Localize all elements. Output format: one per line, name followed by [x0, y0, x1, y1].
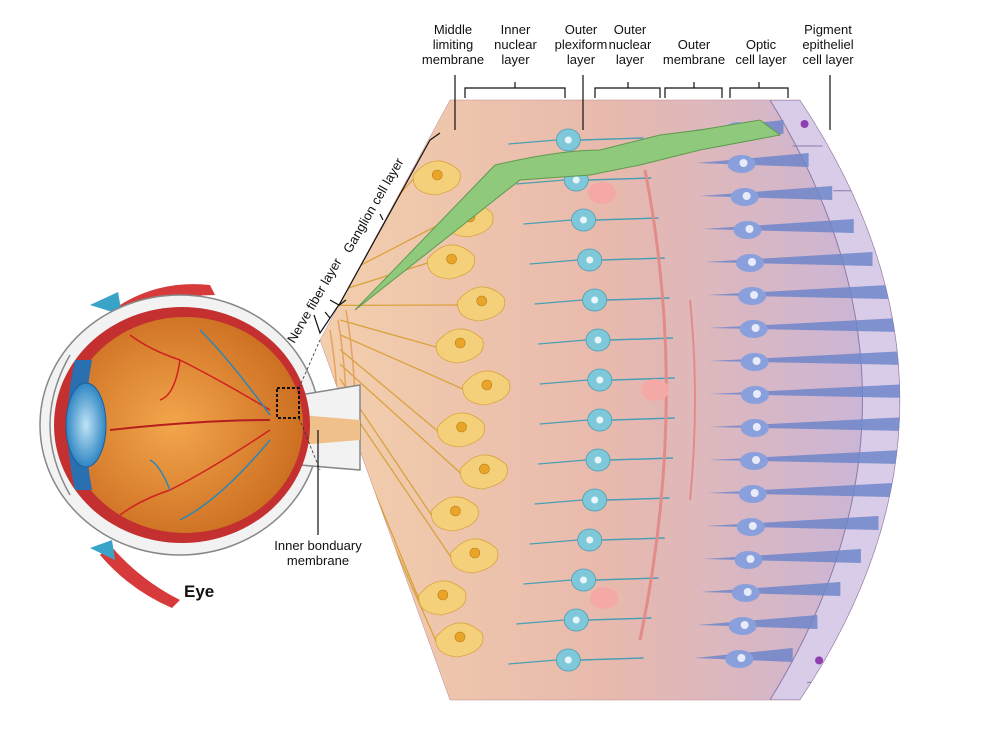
photoreceptor-nucleus: [752, 456, 760, 464]
pigment-nucleus: [951, 344, 959, 352]
photoreceptor-nucleus: [753, 357, 761, 365]
photoreceptor-nucleus: [752, 324, 760, 332]
ganglion-nucleus: [470, 548, 480, 558]
photoreceptor-nucleus: [748, 258, 756, 266]
label-outer-nuclear-layer: Outer nuclear layer: [604, 22, 656, 67]
photoreceptor-nucleus: [750, 291, 758, 299]
pigment-nucleus: [815, 656, 823, 664]
bipolar-nucleus: [596, 377, 603, 384]
label-optic-cell-layer: Optic cell layer: [732, 37, 790, 67]
pigment-nucleus: [942, 478, 950, 486]
label-middle-limiting-membrane: Middle limiting membrane: [418, 22, 488, 67]
photoreceptor-nucleus: [744, 588, 752, 596]
bipolar-nucleus: [565, 137, 572, 144]
ganglion-nucleus: [457, 422, 467, 432]
bipolar-nucleus: [580, 217, 587, 224]
pigment-nucleus: [841, 165, 849, 173]
bipolar-nucleus: [596, 417, 603, 424]
label-inner-nuclear-layer: Inner nuclear layer: [488, 22, 543, 67]
pigment-nucleus: [891, 567, 899, 575]
eye-title: Eye: [184, 582, 214, 602]
bipolar-nucleus: [573, 177, 580, 184]
label-pigment-epithelial-layer: Pigment epitheliel cell layer: [796, 22, 860, 67]
pigment-nucleus: [801, 120, 809, 128]
lens: [66, 383, 106, 467]
pigment-nucleus: [935, 299, 943, 307]
ganglion-nucleus: [438, 590, 448, 600]
pigment-nucleus: [958, 388, 966, 396]
bipolar-nucleus: [595, 457, 602, 464]
bipolar-nucleus: [586, 257, 593, 264]
pigment-nucleus: [879, 209, 887, 217]
bipolar-nucleus: [591, 497, 598, 504]
pigment-nucleus: [920, 522, 928, 530]
retina-section: [320, 100, 980, 700]
photoreceptor-nucleus: [741, 621, 749, 629]
photoreceptor-nucleus: [739, 159, 747, 167]
pigment-nucleus: [955, 433, 963, 441]
label-outer-membrane: Outer membrane: [660, 37, 728, 67]
pigment-nucleus: [855, 612, 863, 620]
bipolar-nucleus: [595, 337, 602, 344]
photoreceptor-nucleus: [749, 522, 757, 530]
photoreceptor-nucleus: [743, 192, 751, 200]
bipolar-nucleus: [580, 577, 587, 584]
label-inner-boundary-membrane: Inner bonduary membrane: [268, 538, 368, 568]
bipolar-nucleus: [573, 617, 580, 624]
photoreceptor-nucleus: [737, 654, 745, 662]
ganglion-nucleus: [477, 296, 487, 306]
photoreceptor-nucleus: [753, 423, 761, 431]
ganglion-nucleus: [482, 380, 492, 390]
photoreceptor-nucleus: [751, 489, 759, 497]
bracket-optic-cell: [730, 82, 788, 98]
ganglion-nucleus: [447, 254, 457, 264]
photoreceptor-nucleus: [746, 225, 754, 233]
ganglion-nucleus: [432, 170, 442, 180]
bracket-inner-nuclear: [465, 82, 565, 98]
photoreceptor-nucleus: [753, 390, 761, 398]
ganglion-nucleus: [450, 506, 460, 516]
ganglion-nucleus: [455, 338, 465, 348]
ganglion-nucleus: [455, 632, 465, 642]
label-outer-plexiform-layer: Outer plexiform layer: [550, 22, 612, 67]
photoreceptor-nucleus: [746, 555, 754, 563]
bipolar-nucleus: [586, 537, 593, 544]
bracket-outer-membrane: [665, 82, 722, 98]
bipolar-nucleus: [591, 297, 598, 304]
pigment-nucleus: [911, 254, 919, 262]
bipolar-nucleus: [565, 657, 572, 664]
ganglion-nucleus: [479, 464, 489, 474]
bracket-outer-nuclear: [595, 82, 660, 98]
